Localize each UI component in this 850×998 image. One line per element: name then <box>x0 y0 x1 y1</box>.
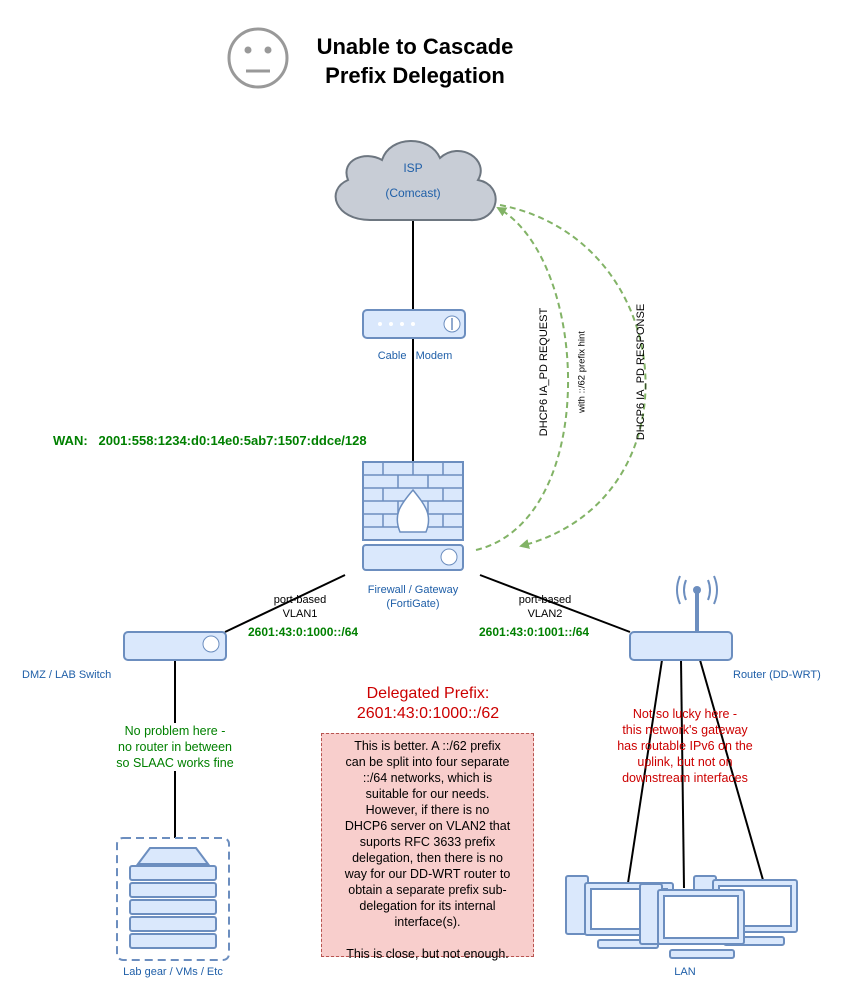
vlan1-label: port-based VLAN1 <box>260 593 340 621</box>
explanation-note: This is better. A ::/62 prefix can be sp… <box>321 733 534 961</box>
note-line: delegation for its internal <box>359 899 496 913</box>
modem-label: Cable Modem <box>377 350 453 362</box>
dhcp-arrows <box>475 204 647 551</box>
title-line-2: Prefix Delegation <box>325 63 505 88</box>
firewall-name: Firewall / Gateway <box>367 584 459 596</box>
note-line: This is close, but not enough. <box>346 947 509 961</box>
note-line: However, if there is no <box>365 803 490 817</box>
title-line-1: Unable to Cascade <box>316 34 514 59</box>
dhcp-response-label: DHCP6 IA_PD RESPONSE <box>635 303 647 441</box>
isp-label: ISP (Comcast) <box>363 160 463 201</box>
firewall-model: (FortiGate) <box>386 598 440 610</box>
note-spacer <box>330 930 525 946</box>
note-line: DHCP6 server on VLAN2 that <box>344 819 511 833</box>
lab-label: Lab gear / VMs / Etc <box>123 966 223 978</box>
left-note: No problem here - no router in between s… <box>100 723 250 771</box>
right-note-line: uplink, but not on <box>637 755 733 769</box>
wan-address: WAN: 2001:558:1234:d0:14e0:5ab7:1507:ddc… <box>53 433 367 448</box>
left-note-line: No problem here - <box>124 724 226 738</box>
note-line: This is better. A ::/62 prefix <box>354 739 501 753</box>
vlan1-type: port-based <box>273 594 327 606</box>
note-line: delegation, then there is no <box>352 851 503 865</box>
vlan2-type: port-based <box>518 594 572 606</box>
router-icon <box>629 575 733 661</box>
router-label: Router (DD-WRT) <box>733 669 821 681</box>
vlan1-name: VLAN1 <box>282 608 318 620</box>
isp-cloud-icon <box>334 140 497 222</box>
delegated-prefix-heading: Delegated Prefix: 2601:43:0:1000::/62 <box>320 684 536 724</box>
note-line: ::/64 networks, which is <box>362 771 493 785</box>
firewall-icon <box>362 461 464 571</box>
isp-provider: (Comcast) <box>385 186 441 200</box>
switch-icon <box>123 631 227 661</box>
server-stack-icon <box>116 837 230 961</box>
left-note-line: no router in between <box>118 740 232 754</box>
note-line: suports RFC 3633 prefix <box>359 835 496 849</box>
switch-label: DMZ / LAB Switch <box>22 669 112 681</box>
right-note-line: Not so lucky here - <box>632 707 738 721</box>
left-note-line: so SLAAC works fine <box>116 756 234 770</box>
note-line: interface(s). <box>394 915 461 929</box>
vlan1-prefix: 2601:43:0:1000::/64 <box>248 625 359 639</box>
vlan2-label: port-based VLAN2 <box>505 593 585 621</box>
note-line: suitable for our needs. <box>365 787 490 801</box>
lan-computers-icon <box>565 875 798 959</box>
lan-label: LAN <box>674 966 696 978</box>
right-note-line: downstream interfaces <box>622 771 748 785</box>
note-line: way for our DD-WRT router to <box>344 867 511 881</box>
vlan2-prefix: 2601:43:0:1001::/64 <box>479 625 590 639</box>
delegated-prefix: 2601:43:0:1000::/62 <box>356 705 500 722</box>
sad-face-icon <box>227 27 289 89</box>
isp-name: ISP <box>403 161 423 175</box>
note-line: obtain a separate prefix sub- <box>348 883 507 897</box>
right-note: Not so lucky here - this network's gatew… <box>600 706 770 786</box>
right-note-line: has routable IPv6 on the <box>617 739 753 753</box>
modem-icon <box>362 309 466 339</box>
delegated-title: Delegated Prefix: <box>366 685 490 702</box>
dhcp-request-label: DHCP6 IA_PD REQUEST <box>538 307 550 437</box>
note-line: can be split into four separate <box>345 755 510 769</box>
connection-lines <box>174 220 764 889</box>
dhcp-hint-label: with ::/62 prefix hint <box>576 331 588 413</box>
page-title: Unable to Cascade Prefix Delegation <box>260 32 570 90</box>
right-note-line: this network's gateway <box>622 723 748 737</box>
firewall-label: Firewall / Gateway (FortiGate) <box>346 583 480 611</box>
vlan2-name: VLAN2 <box>527 608 563 620</box>
